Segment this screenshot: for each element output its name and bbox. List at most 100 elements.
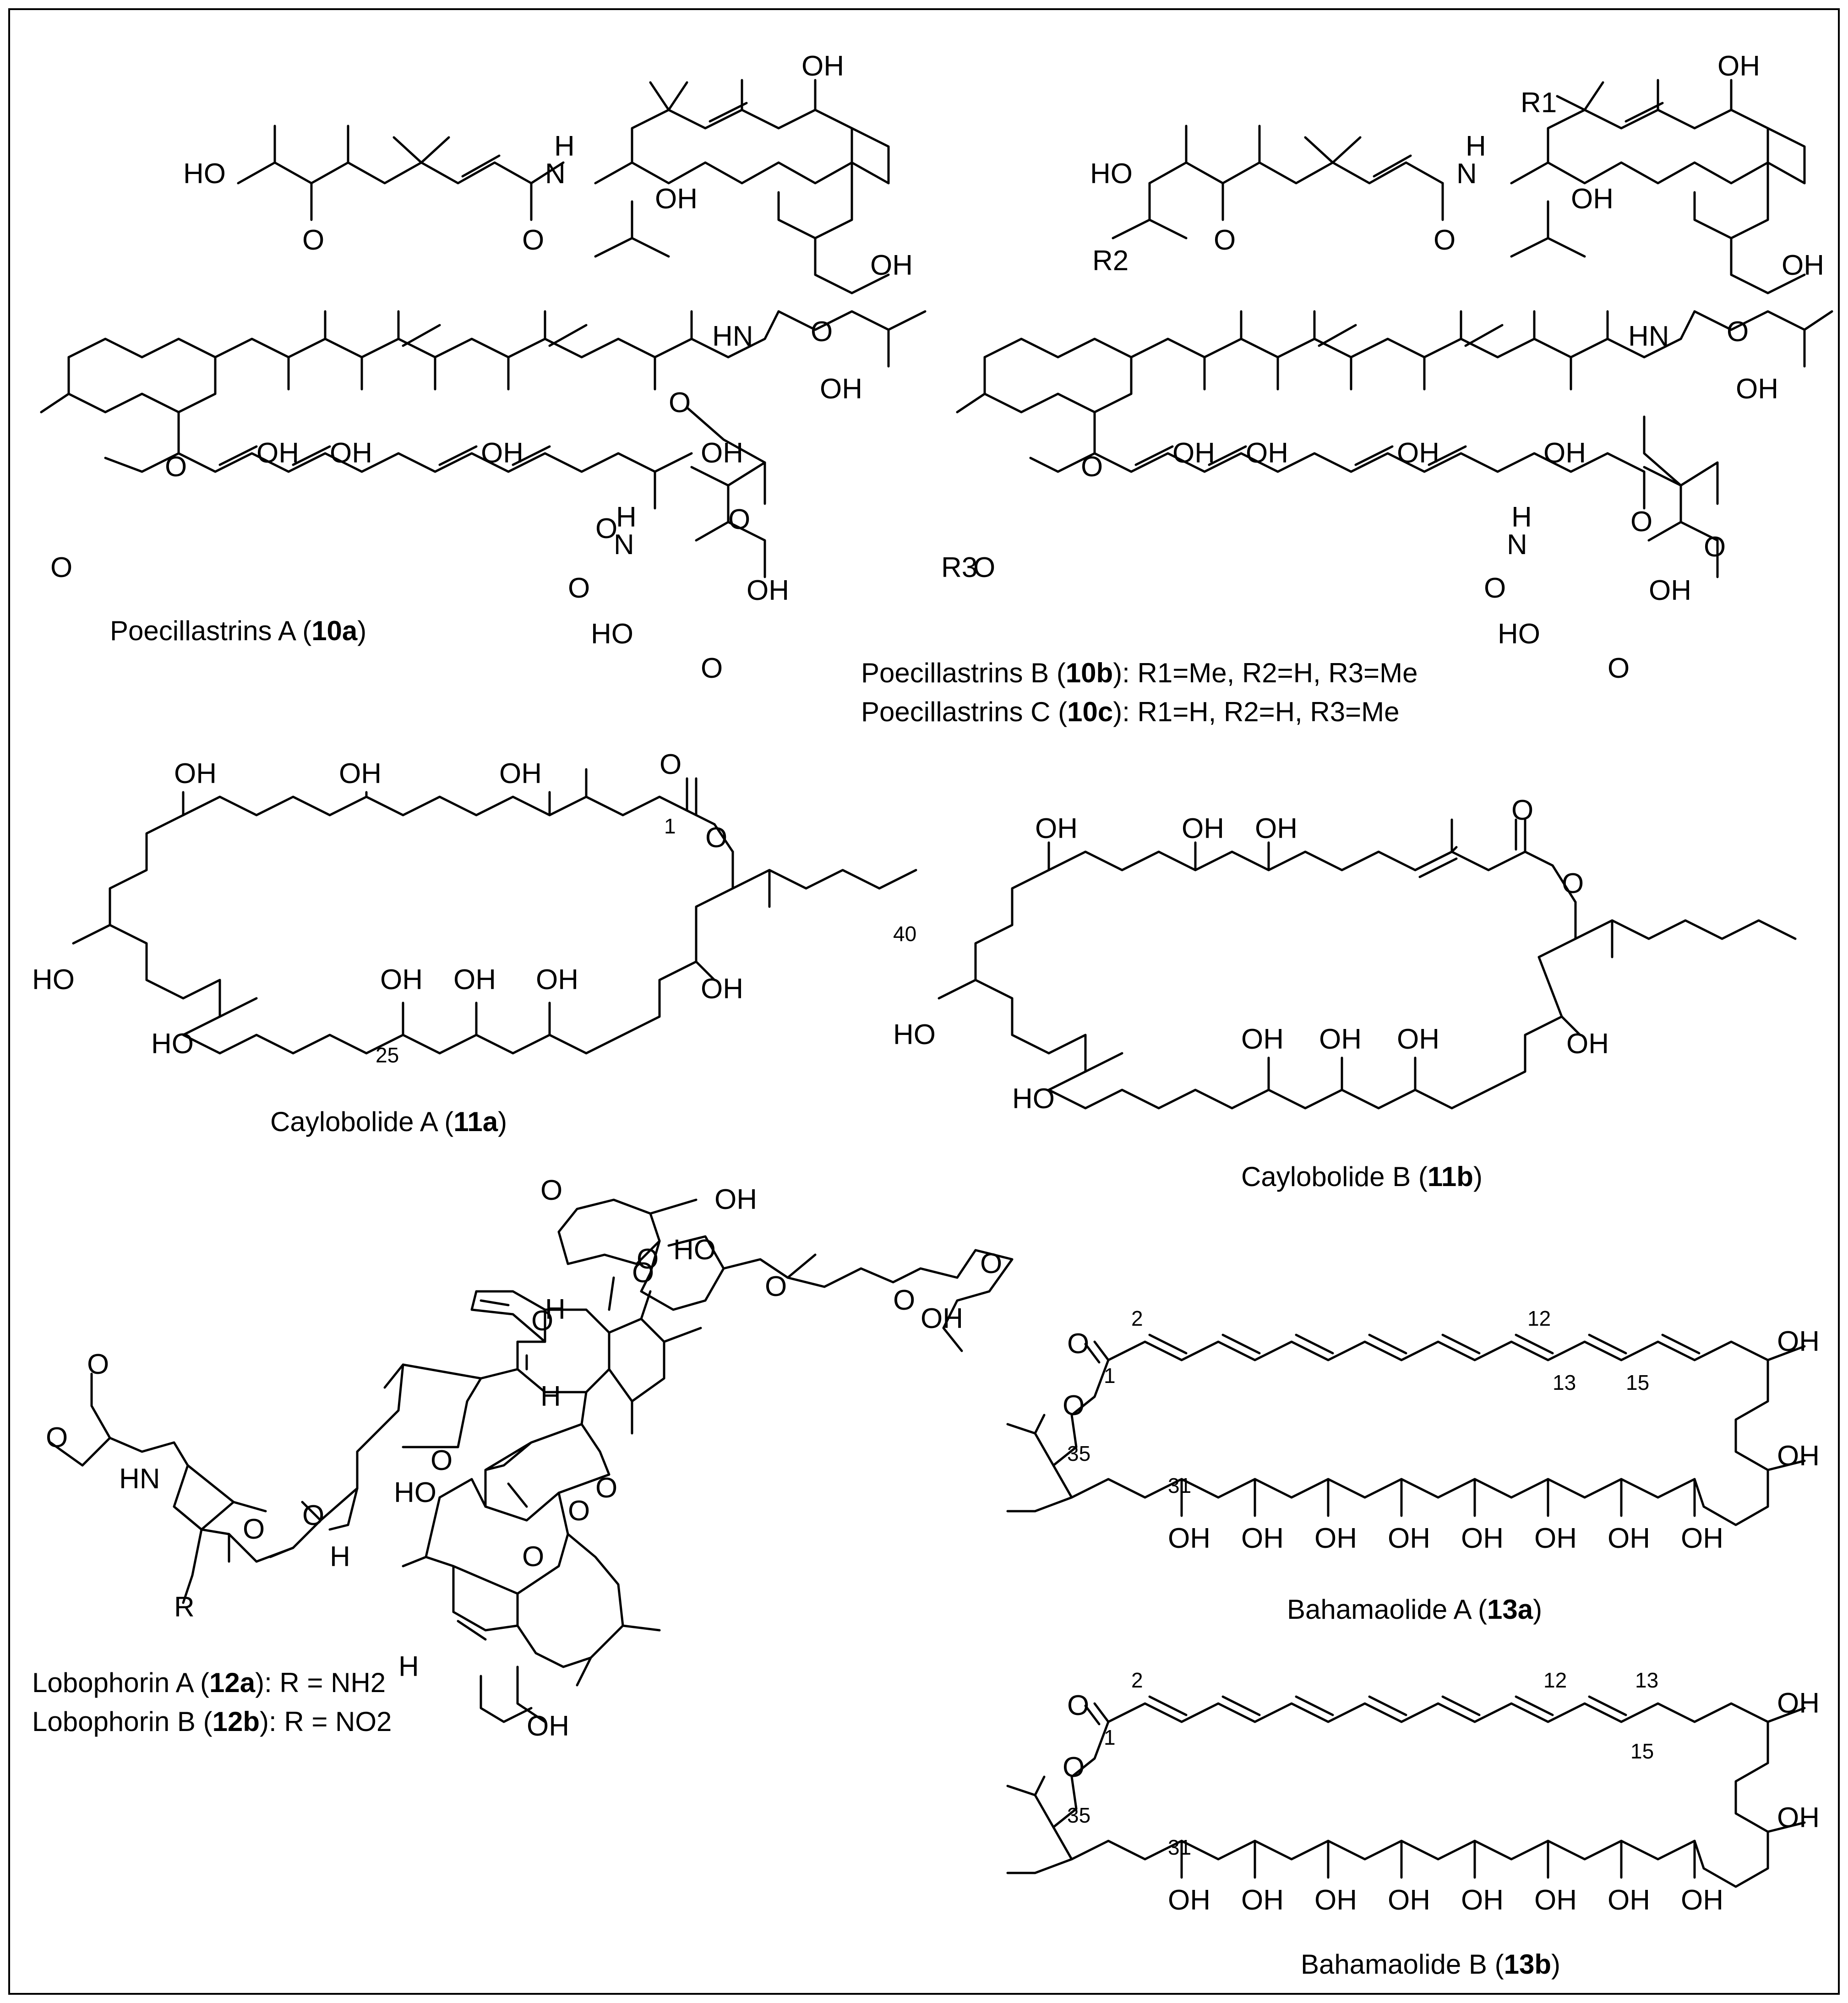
atom-label: OH <box>1736 373 1778 405</box>
caption-name: Caylobolide B ( <box>1241 1161 1428 1192</box>
caption-name: Bahamaolide A ( <box>1287 1594 1487 1625</box>
atom-label: O <box>522 1541 544 1573</box>
atom-label: HO <box>183 158 226 190</box>
atom-label: OH <box>527 1710 569 1742</box>
atom-label: OH <box>870 250 913 281</box>
atoms-10a: HO O O N H OH OH OH HN O OH O OH OH OH O… <box>50 50 913 684</box>
atom-label: OH <box>499 758 542 789</box>
caption-code: 10b <box>1066 658 1113 688</box>
atom-label: OH <box>1681 1884 1723 1916</box>
caption-tail: ) <box>498 1106 507 1137</box>
caption-12b: Lobophorin B (12b): R = NO2 <box>32 1706 392 1737</box>
atom-label: O <box>540 1175 562 1206</box>
atom-label: O <box>46 1422 68 1453</box>
atom-label: O <box>568 1495 590 1527</box>
locant-label: 15 <box>1630 1739 1654 1763</box>
atom-label: HN <box>1628 321 1669 352</box>
atoms-11a: OH OH OH O O 1 40 HO HO OH OH OH 25 OH <box>32 749 916 1067</box>
atom-label: HO <box>394 1477 436 1508</box>
atom-label: O <box>1608 653 1630 684</box>
atom-label: OH <box>1717 50 1760 82</box>
atom-label: OH <box>820 373 862 405</box>
atom-label: O <box>50 552 72 583</box>
atom-label: H <box>1511 501 1532 533</box>
locant-label: 1 <box>664 814 676 838</box>
atom-label: HO <box>32 964 75 996</box>
caption-code: 12a <box>209 1667 256 1698</box>
atom-label: H <box>330 1541 350 1573</box>
atom-label: HO <box>893 1019 936 1050</box>
atom-label: OH <box>339 758 382 789</box>
atom-label: OH <box>174 758 217 789</box>
caption-tail: ): R = NH2 <box>255 1667 386 1698</box>
atom-label: N <box>545 158 566 190</box>
caption-code: 11b <box>1428 1161 1473 1192</box>
structure-13a <box>1006 1334 1806 1526</box>
locant-label: 13 <box>1553 1371 1576 1394</box>
atom-label: H <box>540 1381 561 1412</box>
atom-label: O <box>1063 1390 1085 1421</box>
atom-label: O <box>1511 795 1533 826</box>
atom-label: OH <box>1461 1523 1504 1554</box>
atom-label: O <box>973 552 995 583</box>
atom-label: O <box>87 1349 109 1380</box>
atom-label: OH <box>1168 1884 1210 1916</box>
atom-label: OH <box>481 437 523 469</box>
atom-label: OH <box>453 964 496 996</box>
caption-tail: ) <box>357 615 366 646</box>
locant-label: 12 <box>1527 1306 1551 1330</box>
caption-tail: ): R = NO2 <box>260 1706 392 1737</box>
atom-label: O <box>1484 572 1506 604</box>
atom-label: OH <box>921 1303 963 1334</box>
atom-label: OH <box>1608 1523 1650 1554</box>
atom-label: O <box>522 224 544 256</box>
atom-label: OH <box>1241 1023 1284 1055</box>
atom-label: OH <box>1681 1523 1723 1554</box>
atom-label: HO <box>1498 618 1540 650</box>
atom-label: HN <box>119 1463 160 1495</box>
structure-10a <box>40 79 927 578</box>
atom-label: OH <box>1571 183 1614 215</box>
atom-label: N <box>1456 158 1477 190</box>
locant-label: 1 <box>1104 1364 1116 1388</box>
caption-name: Poecillastrins A ( <box>110 615 311 646</box>
atom-label: OH <box>1388 1523 1430 1554</box>
caption-tail: ): R1=Me, R2=H, R3=Me <box>1113 658 1417 688</box>
atom-label: H <box>1466 131 1486 162</box>
locant-label: 2 <box>1131 1668 1143 1692</box>
atom-label: O <box>637 1243 659 1275</box>
caption-name: Caylobolide A ( <box>270 1106 453 1137</box>
locant-label: 35 <box>1067 1442 1090 1465</box>
atom-label: OH <box>1777 1802 1820 1834</box>
atom-label: HO <box>151 1028 194 1060</box>
caption-name: Bahamaolide B ( <box>1301 1949 1504 1980</box>
atom-label: O <box>431 1445 452 1476</box>
atom-label: R1 <box>1521 87 1557 119</box>
atom-label: O <box>1727 316 1749 348</box>
atom-label: OH <box>1777 1687 1820 1719</box>
atom-label: O <box>660 749 681 780</box>
atom-label: OH <box>1241 1884 1284 1916</box>
atom-label: O <box>595 1472 617 1504</box>
atom-label: HN <box>712 321 753 352</box>
atom-label: H <box>545 1294 566 1325</box>
locant-label: 35 <box>1067 1803 1090 1827</box>
caption-13a: Bahamaolide A (13a) <box>1287 1594 1542 1625</box>
atom-label: OH <box>1035 813 1078 844</box>
atom-label: OH <box>1543 437 1586 469</box>
atoms-11b: OH OH OH O O HO HO OH OH OH OH <box>893 795 1609 1115</box>
atom-label: HO <box>1090 158 1133 190</box>
atom-label: OH <box>1608 1884 1650 1916</box>
atom-label: R2 <box>1092 245 1128 277</box>
atom-label: OH <box>1388 1884 1430 1916</box>
atom-label: O <box>705 822 727 854</box>
atom-label: OH <box>1319 1023 1362 1055</box>
atom-label: OH <box>701 973 743 1005</box>
atom-label: OH <box>701 437 743 469</box>
caption-12a: Lobophorin A (12a): R = NH2 <box>32 1667 386 1698</box>
caption-13b: Bahamaolide B (13b) <box>1301 1949 1560 1980</box>
atom-label: OH <box>536 964 578 996</box>
atom-label: OH <box>1314 1523 1357 1554</box>
caption-11a: Caylobolide A (11a) <box>270 1106 507 1137</box>
atom-label: OH <box>1534 1523 1577 1554</box>
